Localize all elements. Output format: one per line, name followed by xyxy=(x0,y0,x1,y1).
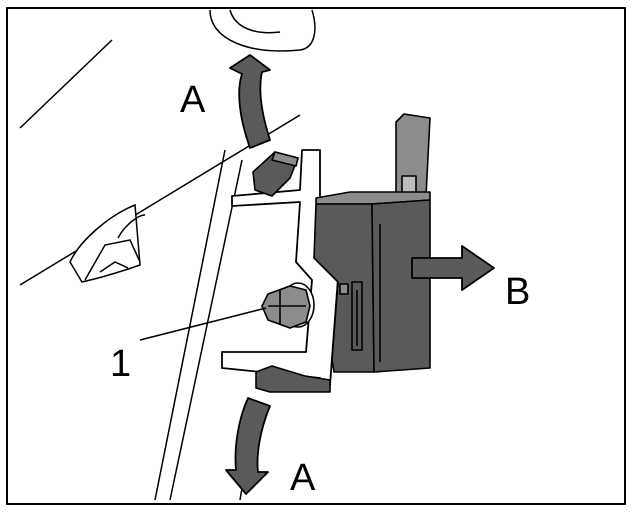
arrow-a-top xyxy=(229,54,271,149)
callout-1-leader xyxy=(139,307,267,341)
screw xyxy=(261,282,315,329)
label-arrow-a-top: A xyxy=(180,79,206,121)
arrow-a-bottom xyxy=(225,397,271,495)
label-arrow-a-bottom: A xyxy=(290,457,316,499)
bottom-latch xyxy=(255,365,331,393)
top-latch xyxy=(252,151,299,197)
arrow-b xyxy=(411,245,495,291)
module xyxy=(313,113,431,373)
label-callout-1: 1 xyxy=(110,343,131,385)
label-arrow-b: B xyxy=(505,271,530,313)
